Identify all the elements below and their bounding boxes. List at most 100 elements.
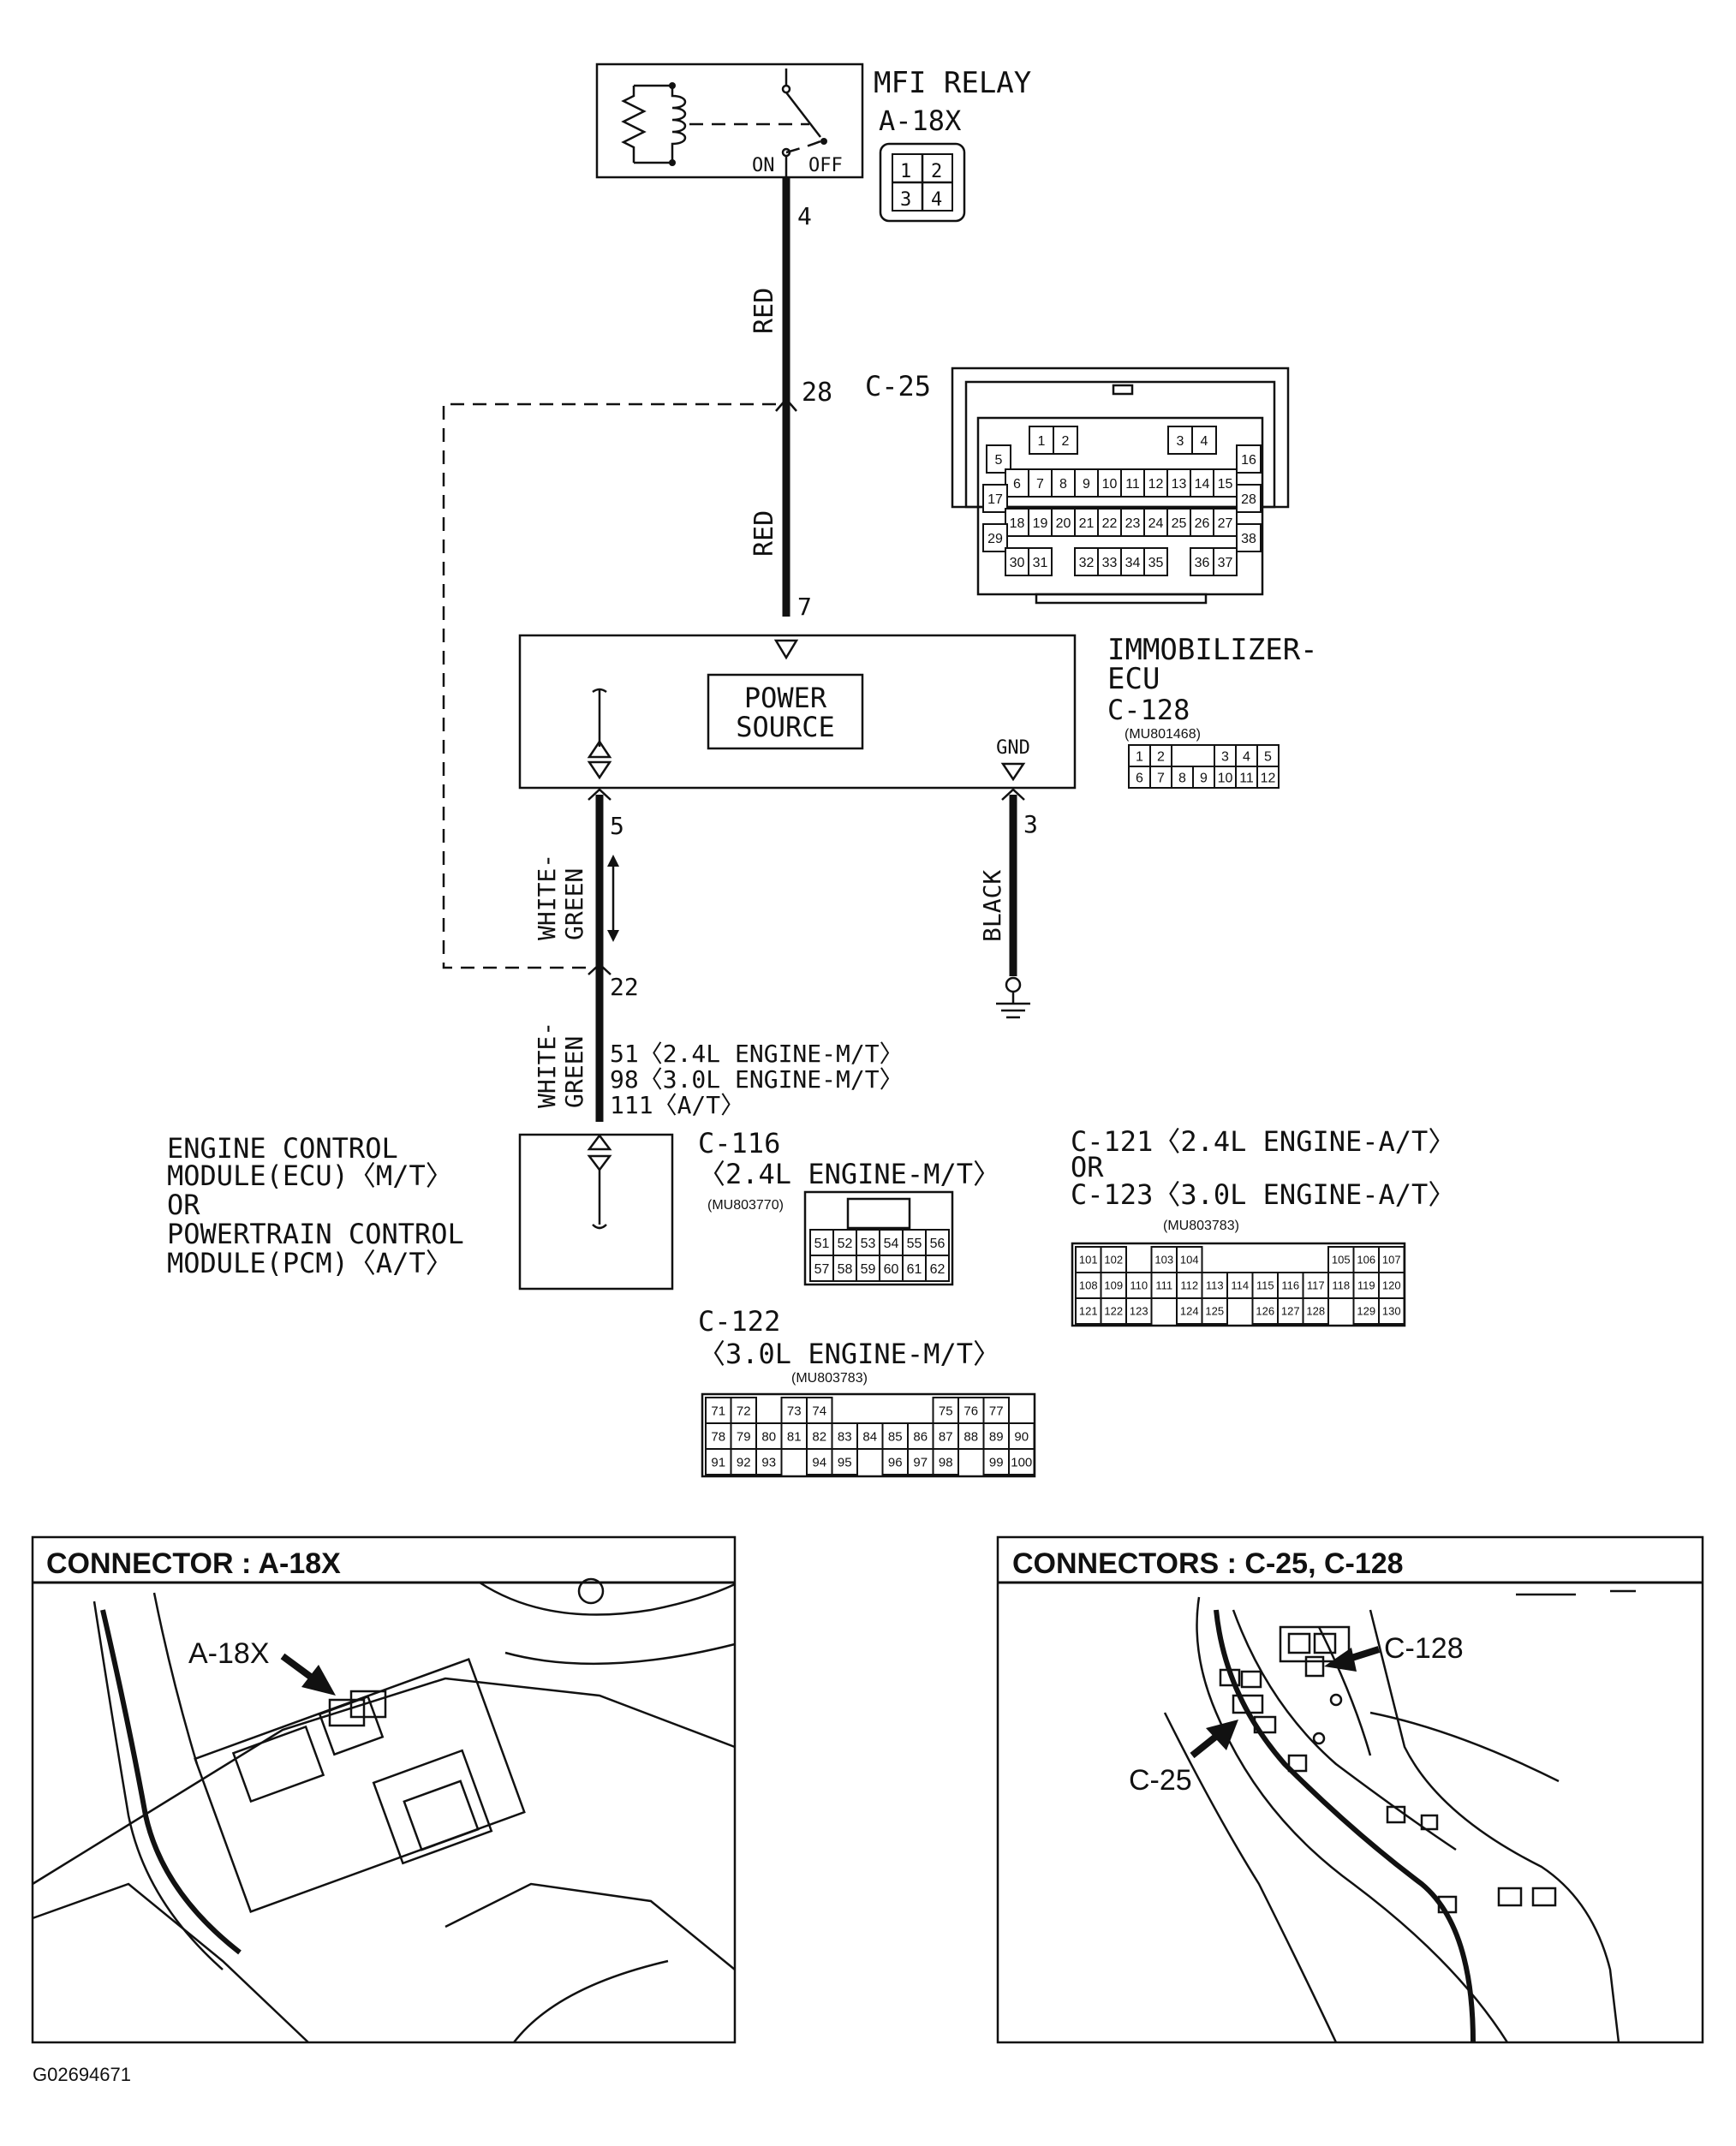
pcm-pin-line-1: 51〈2.4L ENGINE-M/T〉 [610,1040,904,1068]
connector-a18x-panel: CONNECTOR : A-18X A-18X [31,1535,737,2044]
dashed-connector-link [442,402,776,969]
c121-pin-110-label: 110 [1130,1279,1148,1292]
a18x-connector-face [879,142,966,223]
c25-pin-2-label: 2 [1062,434,1070,449]
c25-pin-20-label: 20 [1056,516,1071,531]
c25-pin-14 [1190,468,1214,498]
c122-pin-85 [881,1422,909,1450]
c116-pin-59 [856,1255,880,1282]
c128-pin-12 [1256,766,1280,789]
pin-5-label: 5 [610,812,624,840]
a18x-pin-4: 4 [931,189,942,211]
c121-pin-125 [1201,1297,1228,1325]
c116-engine: 〈2.4L ENGINE-M/T〉 [698,1158,1000,1190]
c121-pin-122-label: 122 [1104,1305,1123,1318]
pin-22-label: 22 [610,973,639,1001]
c128-pin-11 [1235,766,1258,789]
c122-pin-80-label: 80 [761,1429,776,1444]
c25-pin-34-label: 34 [1125,556,1141,570]
main-wiring: 4 RED 28 RED 7 [442,177,832,969]
immobilizer-ecu: POWER SOURCE GND IMMOBILIZER- ECU C-128 … [518,633,1318,790]
black-wire-label: BLACK [978,870,1006,942]
c121-pin-127-label: 127 [1281,1305,1300,1318]
power-source-line-2: SOURCE [736,711,835,743]
c122-pin-72-label: 72 [737,1404,751,1418]
c116-pin-62 [925,1255,950,1282]
c122-pin-97-label: 97 [913,1455,928,1469]
c122-pin-100-label: 100 [1011,1455,1032,1469]
c128-pin-2-label: 2 [1157,749,1165,764]
c121-pin-111-label: 111 [1155,1279,1172,1292]
c122-pin-96-label: 96 [888,1455,903,1469]
c121-pin-115-label: 115 [1256,1279,1274,1292]
c128-pin-7-label: 7 [1157,771,1165,785]
c25-pin-29-label: 29 [987,532,1003,546]
c128-pin-3-label: 3 [1221,749,1229,764]
c121-pin-115 [1251,1272,1279,1299]
relay-switch-arm [785,92,821,138]
c25-pin-4-label: 4 [1201,434,1208,449]
pin-3-label: 3 [1023,810,1038,838]
c121-part-number: (MU803783) [1163,1219,1239,1233]
c128-pin-8 [1171,766,1194,789]
a18x-pin-2: 2 [931,161,942,182]
red-wire-label-lower: RED [749,510,779,557]
c25-pin-38 [1236,523,1262,552]
c25-pin-35-label: 35 [1148,556,1164,570]
ground-point [1005,976,1022,993]
engine-control-module: ENGINE CONTROL MODULE(ECU)〈M/T〉 OR POWER… [167,1132,674,1291]
left-panel-title: CONNECTOR : A-18X [46,1547,341,1580]
c116-pin-58 [832,1255,857,1282]
ecu-part-number: (MU801468) [1125,727,1201,742]
c116-pin-51-label: 51 [814,1237,830,1251]
c116-part-number: (MU803770) [707,1198,784,1213]
c122-pin-71-label: 71 [711,1404,725,1418]
c121-pin-124 [1176,1297,1203,1325]
c25-pin-23 [1120,508,1145,537]
c121-pin-111 [1150,1272,1178,1299]
c122-label: C-122 [698,1305,780,1338]
c25-pin-23-label: 23 [1125,516,1141,531]
connectors-c25-c128-panel: CONNECTORS : C-25, C-128 [996,1535,1704,2044]
c116-pin-61-label: 61 [907,1262,922,1277]
c25-pin-18 [1005,508,1029,537]
c122-pin-98 [932,1448,959,1475]
c122-pin-87 [932,1422,959,1450]
c121-pin-121 [1075,1297,1102,1325]
pcm-label-line-3: OR [167,1189,200,1221]
c25-pin-1 [1029,426,1054,455]
c25-pin-20 [1051,508,1076,537]
pcm-label-line-1: ENGINE CONTROL [167,1132,398,1165]
c25-pin-4 [1191,426,1217,455]
c121-pin-114 [1226,1272,1254,1299]
c25-pin-37-label: 37 [1218,556,1233,570]
c121-pin-120-label: 120 [1382,1279,1401,1292]
c25-pin-28 [1236,484,1262,513]
c121-pin-107-label: 107 [1382,1254,1401,1267]
c121-pin-126-label: 126 [1256,1305,1274,1318]
c25-pin-26 [1190,508,1214,537]
c121-line-2: OR [1071,1151,1104,1183]
c116-pin-54-label: 54 [884,1237,899,1251]
c122-pin-91-label: 91 [711,1455,725,1469]
pcm-pin-line-3: 111〈A/T〉 [610,1091,744,1119]
left-callout-label: A-18X [188,1637,270,1670]
c122-pin-74-label: 74 [812,1404,826,1418]
c25-pin-27-label: 27 [1218,516,1233,531]
c122-pin-78-label: 78 [711,1429,725,1444]
c122-pin-95-label: 95 [838,1455,852,1469]
c122-pin-75-label: 75 [939,1404,953,1418]
c116-pin-58-label: 58 [838,1262,853,1277]
c121-pin-108-label: 108 [1079,1279,1098,1292]
relay-on-label: ON [752,155,775,176]
c25-pin-6 [1005,468,1029,498]
c121-pin-123 [1125,1297,1153,1325]
c25-pin-1-label: 1 [1038,434,1046,449]
c121-pin-112-label: 112 [1180,1279,1198,1292]
c122-pin-94 [806,1448,833,1475]
c122-engine: 〈3.0L ENGINE-M/T〉 [698,1338,1000,1370]
figure-id: G02694671 [33,2064,131,2085]
engine-bay-illustration [32,1577,736,2043]
power-source-box [707,673,864,750]
